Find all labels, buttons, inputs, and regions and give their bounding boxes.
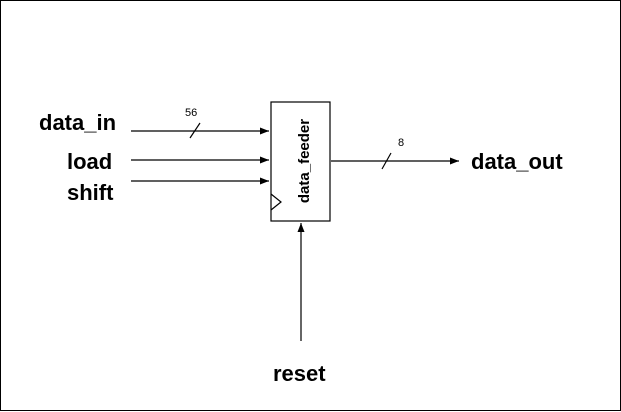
input-label-shift: shift xyxy=(67,180,114,205)
input-label-load: load xyxy=(67,149,112,174)
input-label-reset: reset xyxy=(273,361,326,386)
data-out-bus-width: 8 xyxy=(398,137,404,149)
data-in-bus-width: 56 xyxy=(185,107,197,119)
output-label-data-out: data_out xyxy=(471,149,563,174)
data-out-bus-slash xyxy=(381,152,392,170)
block-label: data_feeder xyxy=(296,119,313,203)
clock-triangle-icon xyxy=(270,193,282,211)
input-label-data-in: data_in xyxy=(39,110,116,135)
data-in-bus-slash xyxy=(189,122,201,139)
